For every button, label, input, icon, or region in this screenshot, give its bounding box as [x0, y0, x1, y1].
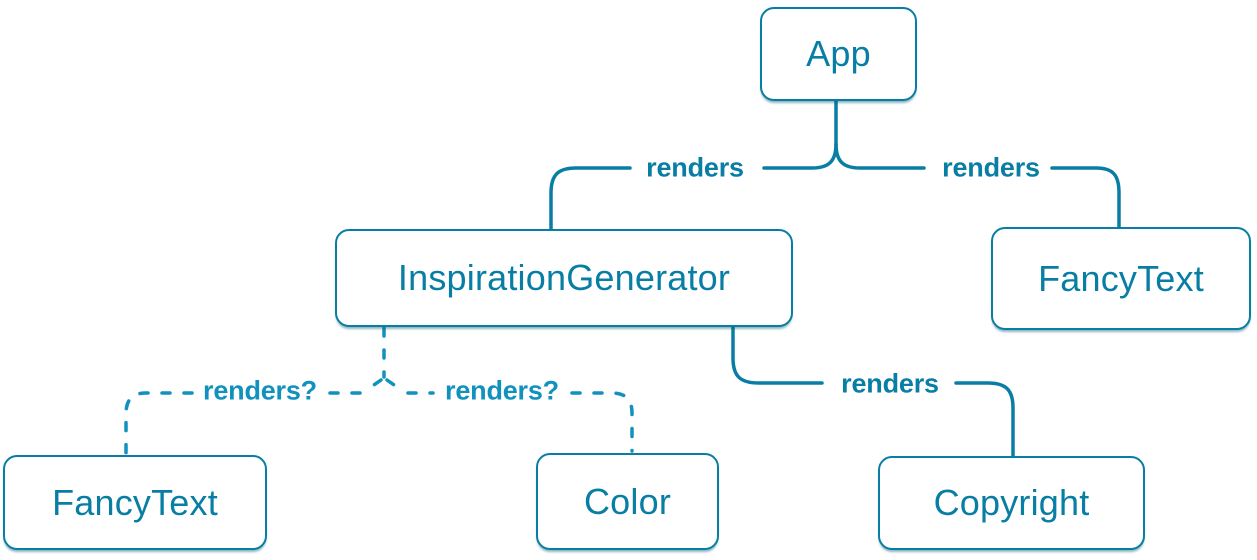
node-fancy-text-bottom-label: FancyText [52, 481, 218, 523]
edge-app-fork-right [834, 142, 926, 170]
edge-label-inspirationgenerator-copyright: renders [841, 368, 939, 399]
edge-label-inspirationgenerator-color: renders? [445, 375, 559, 406]
edge-label-app-inspirationgenerator: renders [646, 152, 744, 183]
node-inspiration-generator: InspirationGenerator [335, 229, 793, 327]
edge-inspirationgenerator-fancytext-b [124, 391, 194, 455]
node-color-label: Color [583, 480, 672, 522]
node-color: Color [536, 453, 719, 550]
edge-inspirationgenerator-copyright-a [731, 324, 824, 385]
edge-app-fancytext [1050, 166, 1121, 231]
edge-label-app-fancytext: renders [942, 152, 1040, 183]
edge-label-inspirationgenerator-fancytext: renders? [203, 375, 317, 406]
node-app-label: App [806, 33, 871, 74]
edge-inspirationgenerator-copyright-b [954, 381, 1015, 460]
edge-dashed-diagonal-right [385, 378, 406, 394]
node-copyright: Copyright [878, 456, 1145, 550]
node-fancy-text-top-label: FancyText [1038, 257, 1204, 299]
node-app: App [760, 7, 917, 101]
edge-app-inspirationgenerator [549, 166, 632, 232]
node-fancy-text-bottom: FancyText [3, 455, 267, 550]
edge-inspirationgenerator-color-b [570, 391, 634, 453]
node-fancy-text-top: FancyText [991, 227, 1251, 330]
edge-dashed-diagonal-left [362, 378, 383, 394]
edge-app-fork-left [762, 97, 838, 170]
node-inspiration-generator-label: InspirationGenerator [397, 257, 731, 298]
node-copyright-label: Copyright [933, 482, 1090, 523]
